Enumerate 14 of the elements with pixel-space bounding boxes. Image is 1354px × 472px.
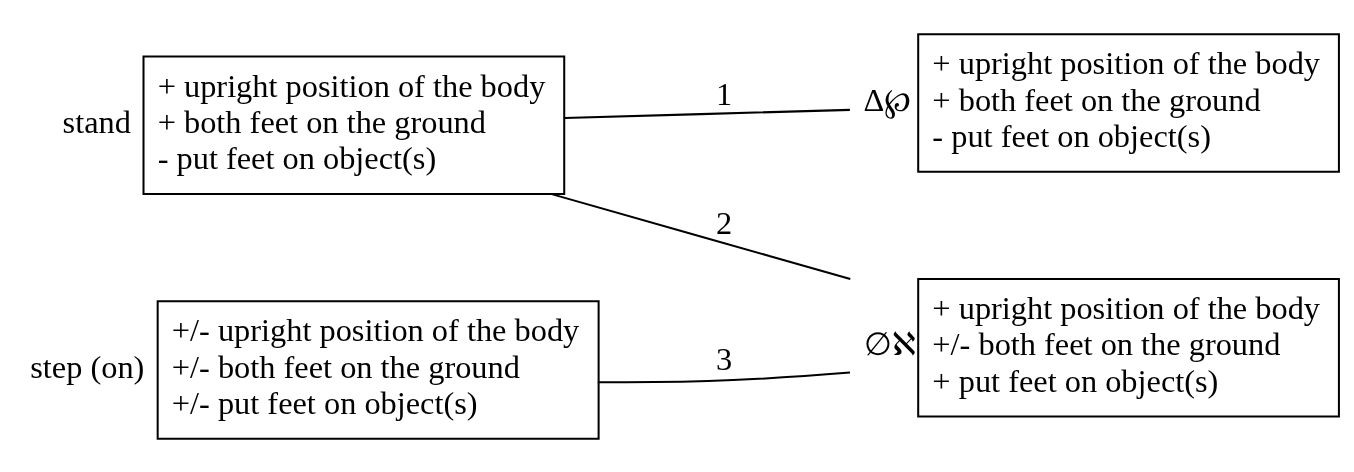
edge-label: 2	[715, 204, 732, 241]
node-label: ∅ℵ	[863, 325, 916, 362]
connector	[564, 108, 850, 119]
node-label: stand	[62, 103, 131, 140]
edge-label: 3	[715, 340, 732, 377]
node-box: + upright position of the body + both feet on the ground - put feet on object(s)	[142, 54, 565, 195]
node-box: +/- upright position of the body +/- both feet on the ground +/- put feet on object(s)	[156, 299, 600, 440]
edge-label: 1	[715, 75, 732, 112]
node-label: Δ℘	[863, 81, 911, 118]
node-label: step (on)	[29, 348, 144, 385]
node-box: + upright position of the body + both feet on the ground - put feet on object(s)	[916, 32, 1340, 173]
connector	[597, 371, 850, 383]
node-box: + upright position of the body +/- both feet on the ground + put feet on object(s)	[916, 277, 1340, 418]
connector	[550, 192, 851, 280]
